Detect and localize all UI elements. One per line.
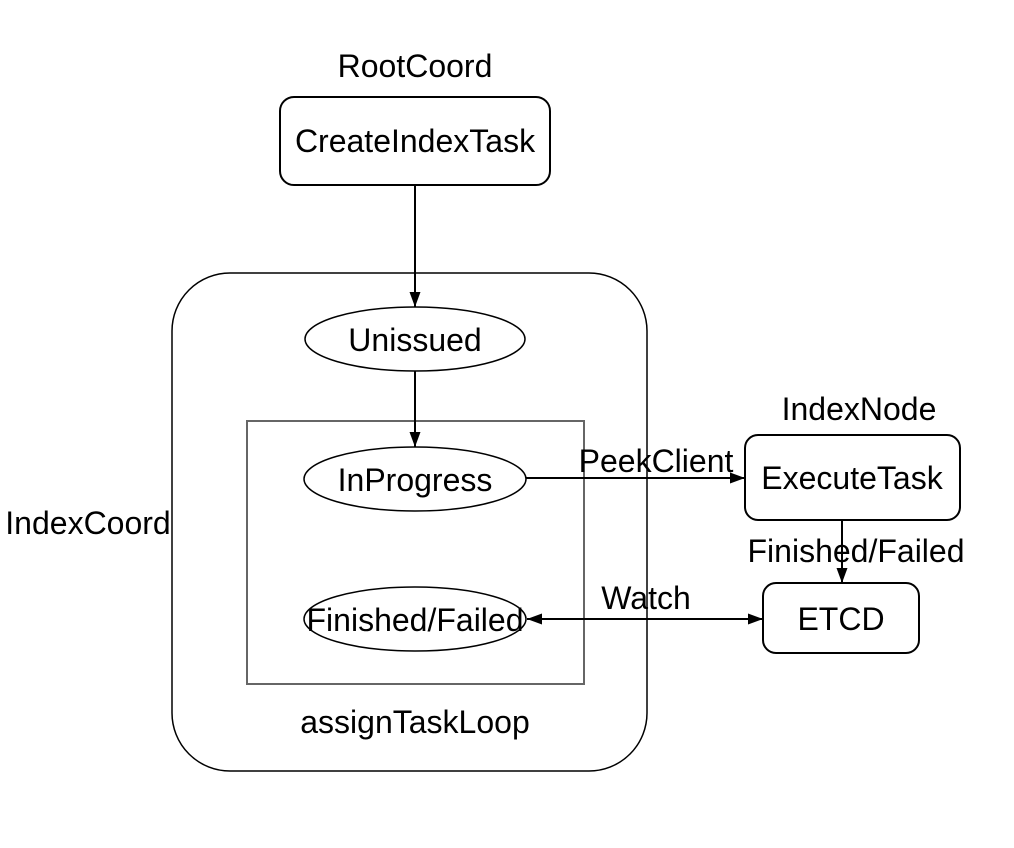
index-coord-container <box>171 272 648 772</box>
root-coord-label: RootCoord <box>338 48 493 84</box>
index-node-label: IndexNode <box>782 391 937 427</box>
edge-peek-client-label: PeekClient <box>579 443 734 479</box>
index-coord-label: IndexCoord <box>5 505 170 541</box>
assign-task-loop-label: assignTaskLoop <box>300 704 529 740</box>
node-unissued-label: Unissued <box>348 322 481 358</box>
node-finished-failed-label: Finished/Failed <box>307 602 524 638</box>
node-finished-failed <box>303 586 527 652</box>
edge-watch-label: Watch <box>601 580 691 616</box>
node-etcd-label: ETCD <box>797 601 884 637</box>
node-execute-task-label: ExecuteTask <box>761 460 943 496</box>
edge-finished-failed-label: Finished/Failed <box>748 533 965 569</box>
node-create-index-task-label: CreateIndexTask <box>295 123 536 159</box>
node-in-progress-label: InProgress <box>338 462 493 498</box>
